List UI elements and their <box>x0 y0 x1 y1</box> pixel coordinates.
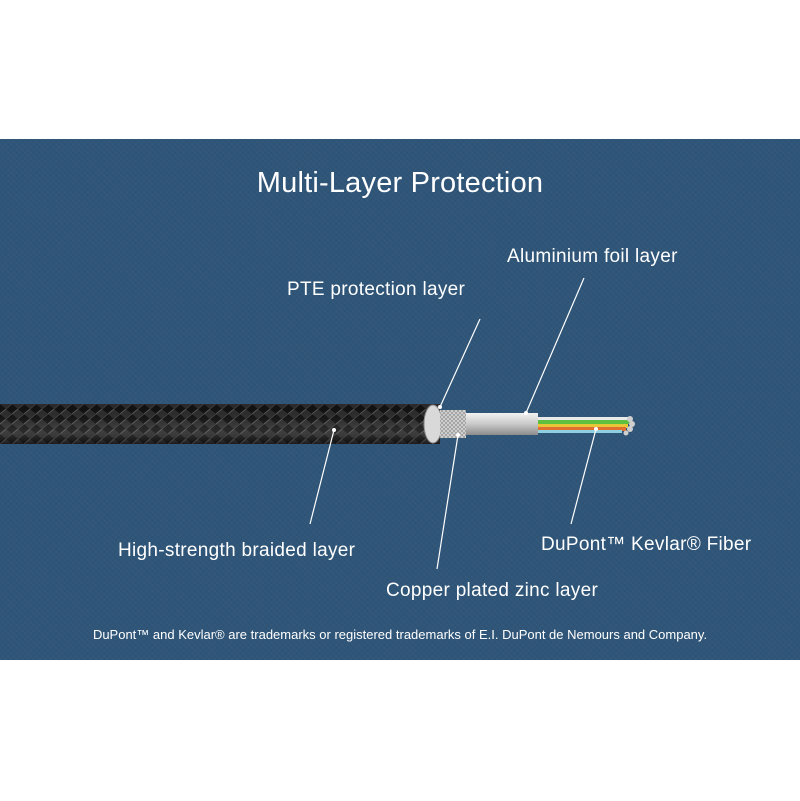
trademark-footnote: DuPont™ and Kevlar® are trademarks or re… <box>92 627 708 642</box>
leader-aluminium <box>525 277 585 414</box>
pte-ring <box>423 404 443 444</box>
label-pte-protection: PTE protection layer <box>287 279 466 300</box>
braided-jacket <box>0 404 440 444</box>
label-kevlar-fiber: DuPont™ Kevlar® Fiber <box>541 534 752 555</box>
label-aluminium-foil: Aluminium foil layer <box>507 246 678 267</box>
leader-dot-kevlar <box>594 427 598 431</box>
leader-kevlar <box>570 428 597 525</box>
leader-braided <box>309 429 335 525</box>
leader-dot-aluminium <box>524 411 528 415</box>
diagram-panel: Multi-Layer Protection Aluminium foil la… <box>0 139 800 660</box>
leader-dot-copper <box>456 433 460 437</box>
aluminium-foil <box>466 413 538 435</box>
leader-dot-braided <box>332 428 336 432</box>
copper-zinc-mesh <box>440 410 466 438</box>
cable-illustration <box>0 277 635 570</box>
leader-copper <box>436 434 459 570</box>
leader-lines <box>309 277 597 570</box>
leader-dot-pte <box>438 405 442 409</box>
leader-pte <box>439 318 481 408</box>
inner-wires <box>538 416 635 436</box>
label-copper-zinc: Copper plated zinc layer <box>386 580 599 601</box>
diagram-title: Multi-Layer Protection <box>256 167 544 199</box>
label-braided-layer: High-strength braided layer <box>118 540 356 561</box>
